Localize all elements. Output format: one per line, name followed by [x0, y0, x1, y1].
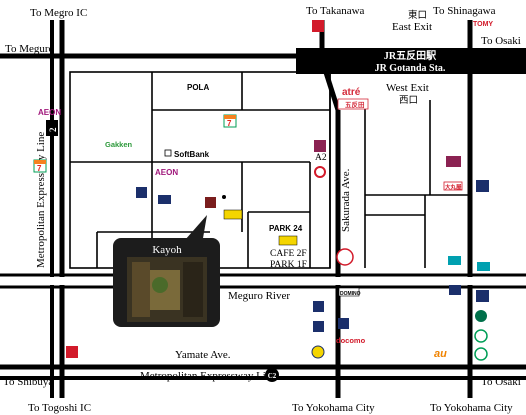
seven-eleven-icon: 7 [223, 114, 237, 128]
label-softbank: SoftBank [174, 150, 210, 159]
taxi-icon [278, 235, 298, 246]
label-cafe: CAFE 2F [270, 249, 307, 259]
kayoh-label: Kayoh [152, 244, 182, 256]
au-logo: au [434, 348, 447, 360]
label-park24: PARK 24 [269, 224, 303, 233]
bank-icon [136, 187, 147, 198]
photo-shade [132, 262, 150, 317]
label-yamate: Yamate Ave. [175, 349, 231, 361]
taxi-icon [223, 209, 243, 220]
river-water [0, 277, 526, 285]
label-sakurada: Sakurada Ave. [340, 168, 352, 232]
gakken-logo: Gakken [105, 140, 133, 149]
restaurant-icon [336, 248, 354, 266]
mufg-icon [314, 166, 326, 178]
label-to-yokohama-right: To Yokohama City [430, 402, 513, 414]
expressways [0, 20, 526, 398]
domino-icon [338, 287, 360, 297]
label-to-shinagawa: To Shinagawa [433, 5, 496, 17]
label-to-takanawa: To Takanawa [306, 5, 365, 17]
exit-labels: 東口 East Exit West Exit 西口 [386, 9, 432, 106]
label-a2: A2 [315, 153, 327, 163]
meguro-river [0, 273, 526, 289]
aeon-left-logo: AEON [38, 108, 61, 117]
softbank-icon [164, 149, 172, 157]
label-to-osaki-top: To Osaki [481, 35, 521, 47]
east-exit-en: East Exit [392, 21, 432, 33]
major-roads [0, 20, 526, 398]
photo-shadow [183, 262, 203, 317]
starbucks-icon [475, 310, 487, 322]
teal-shop-icon [477, 262, 490, 271]
label-metropolitan-c2: Metropolitan Expressway Line [140, 370, 276, 382]
store-daimaruya-icon [443, 181, 463, 191]
docomo-logo: docomo [336, 336, 366, 345]
bank-icon [313, 301, 324, 312]
station-box [296, 48, 526, 74]
label-meguro-river: Meguro River [228, 290, 290, 302]
bank-icon [449, 285, 461, 295]
tomy-logo: TOMY [473, 21, 493, 28]
callout-pointer [185, 215, 207, 244]
west-exit-jp: 西口 [399, 95, 418, 106]
station-name-jp: JR五反田駅 [384, 49, 437, 62]
svg-text:7: 7 [227, 119, 232, 128]
atre-sign [337, 98, 369, 110]
coffee-icon [474, 329, 488, 343]
label-to-shibuya: To Shibuya [3, 376, 53, 388]
aeon-center-logo: AEON [155, 168, 178, 177]
atre-jp-label: 五反田 [345, 100, 365, 109]
domino-label: DOMINO [340, 291, 361, 297]
seven-eleven-icon: 7 [33, 159, 47, 173]
bank-icon [311, 345, 325, 359]
post-office-icon [66, 346, 78, 358]
atre-logo: atré [342, 87, 361, 98]
c2-badge-text: C2 [268, 372, 277, 380]
a2-exit-icon [314, 140, 326, 152]
label-pola: POLA [187, 83, 209, 92]
label-metropolitan-line2: Metropolitan Expressway Line [35, 132, 47, 268]
label-to-meguro: To Meguro [5, 43, 55, 55]
store-daimaruya-label: 大丸屋 [445, 183, 462, 191]
west-exit-en: West Exit [386, 82, 429, 94]
coffee-icon [474, 347, 488, 361]
svg-text:7: 7 [37, 164, 42, 173]
teal-shop-icon [448, 256, 461, 265]
bank-icon [338, 318, 349, 329]
c2-badge [265, 368, 279, 382]
line2-badge [46, 120, 58, 136]
line2-badge-text: 2 [48, 127, 58, 132]
photo-plant [152, 277, 168, 293]
label-to-osaki-bottom: To Osaki [481, 376, 521, 388]
kfc-icon [312, 20, 324, 32]
direction-labels: To Megro IC To Takanawa To Shinagawa To … [3, 5, 521, 414]
label-to-yokohama-center: To Yokohama City [292, 402, 375, 414]
mizuho-icon [158, 195, 171, 204]
east-exit-jp: 東口 [408, 9, 427, 21]
jr-gotanda-station[interactable]: JR五反田駅 JR Gotanda Sta. [296, 48, 526, 74]
label-to-megro-ic: To Megro IC [30, 7, 87, 19]
shop-icon [446, 156, 461, 167]
station-name-en: JR Gotanda Sta. [375, 63, 446, 74]
bank-icon [476, 290, 489, 302]
label-to-togoshi-ic: To Togoshi IC [28, 402, 91, 414]
kayoh-pin-dot [222, 195, 226, 199]
bank-icon [313, 321, 324, 332]
kayoh-marker-icon[interactable] [205, 197, 216, 208]
bank-icon [476, 180, 489, 192]
kayoh-callout[interactable]: Kayoh [113, 215, 220, 327]
label-park-floor: PARK 1F [270, 260, 307, 270]
